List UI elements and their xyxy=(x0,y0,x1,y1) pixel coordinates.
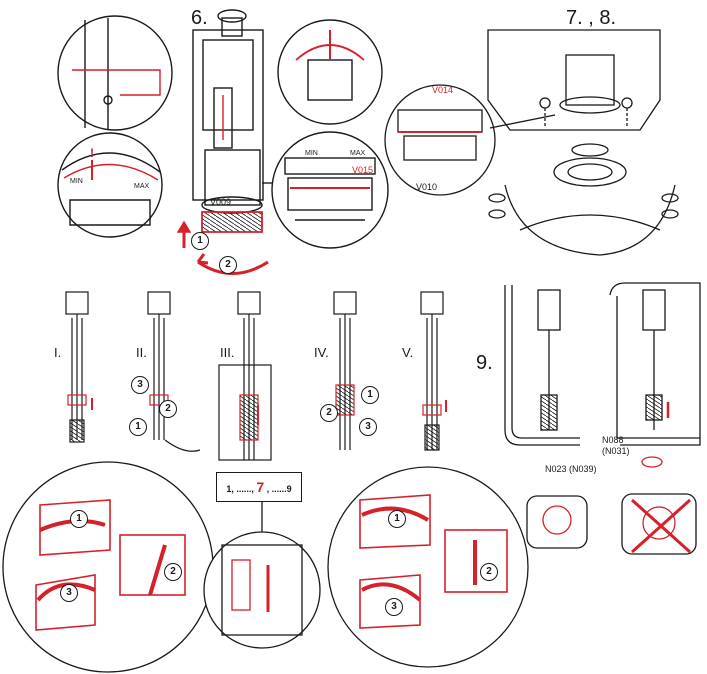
marker-2-variantIV: 2 xyxy=(320,404,338,422)
sequence-box: 1, ......, 7 , ......9 xyxy=(216,472,302,502)
variant-V-label: V. xyxy=(402,345,414,360)
detail-circle-seal-gasket xyxy=(384,84,496,196)
rotate-arrow xyxy=(197,260,269,275)
gauge-min: MIN xyxy=(305,150,318,157)
float-max: MAX xyxy=(134,183,150,190)
code-v015: V015 xyxy=(352,165,374,175)
detail-circle-guide-rail xyxy=(57,15,173,131)
valve-base-red xyxy=(201,211,263,233)
detail-circle-level-gauge xyxy=(271,131,389,249)
gauge-max: MAX xyxy=(350,150,366,157)
marker-3-variantIV: 3 xyxy=(359,418,377,436)
detail-circle-rotation-right xyxy=(327,466,529,668)
marker-2-variantII: 2 xyxy=(159,400,177,418)
correct-install-icon xyxy=(526,495,588,549)
detail-circle-float-seat xyxy=(277,19,383,125)
sequence-start: 1, ......, xyxy=(226,484,254,494)
bowl-outline xyxy=(504,184,676,256)
variant-IV-label: IV. xyxy=(314,345,329,360)
washer-right xyxy=(661,193,679,219)
fill-valve-III xyxy=(218,291,272,461)
fill-valve-IV xyxy=(333,291,357,450)
marker-3-detail-left: 3 xyxy=(60,584,78,602)
marker-3-detail-right: 3 xyxy=(385,598,403,616)
tank-section-right xyxy=(609,282,701,446)
code-n088: N088 xyxy=(602,435,624,445)
marker-1-detail-left: 1 xyxy=(70,510,88,528)
step-7-8-label: 7. , 8. xyxy=(566,7,617,29)
bolt-left xyxy=(539,97,551,128)
alert-exclamation: ! xyxy=(90,146,94,160)
marker-2-step6: 2 xyxy=(219,256,237,274)
incorrect-install-icon xyxy=(621,493,697,555)
marker-1-variantII: 1 xyxy=(129,418,147,436)
variant-III-label: III. xyxy=(220,345,235,360)
sequence-highlight: 7 xyxy=(256,479,265,495)
bolt-right xyxy=(621,97,633,128)
marker-1-step6: 1 xyxy=(191,232,209,250)
detail-circle-rotation-left xyxy=(2,461,214,673)
step9-panel xyxy=(504,282,701,555)
flush-valve-frame xyxy=(192,29,264,201)
drain-seal-ring xyxy=(553,157,627,187)
marker-3-variantII: 3 xyxy=(131,376,149,394)
marker-1-variantIV: 1 xyxy=(361,386,379,404)
step-9-label: 9. xyxy=(476,352,493,374)
tank-outline xyxy=(487,29,661,131)
marker-2-detail-right: 2 xyxy=(480,563,498,581)
marker-2-detail-left: 2 xyxy=(164,563,182,581)
marker-1-detail-right: 1 xyxy=(388,510,406,528)
step-6-label: 6. xyxy=(191,7,208,29)
fill-valve-V xyxy=(420,291,447,451)
fill-valve-II xyxy=(147,291,201,452)
tank-section-left xyxy=(504,285,580,446)
code-n031: (N031) xyxy=(602,446,630,456)
bottom-details xyxy=(2,461,529,673)
fill-valve-row xyxy=(65,291,447,461)
float-min: MIN xyxy=(70,178,83,185)
variant-II-label: II. xyxy=(136,345,147,360)
step78-panel xyxy=(384,29,679,256)
cross-out xyxy=(630,498,692,554)
variant-I-label: I. xyxy=(54,345,62,360)
step6-panel: ! xyxy=(57,9,389,275)
washer-left xyxy=(488,193,506,219)
valve-cap xyxy=(217,9,247,23)
fill-valve-I xyxy=(65,291,93,443)
code-v010: V010 xyxy=(416,182,438,192)
code-n023: N023 (N039) xyxy=(545,464,597,474)
code-v014: V014 xyxy=(432,85,454,95)
sequence-end: , ......9 xyxy=(266,484,292,494)
code-v009: V009 xyxy=(210,197,232,207)
